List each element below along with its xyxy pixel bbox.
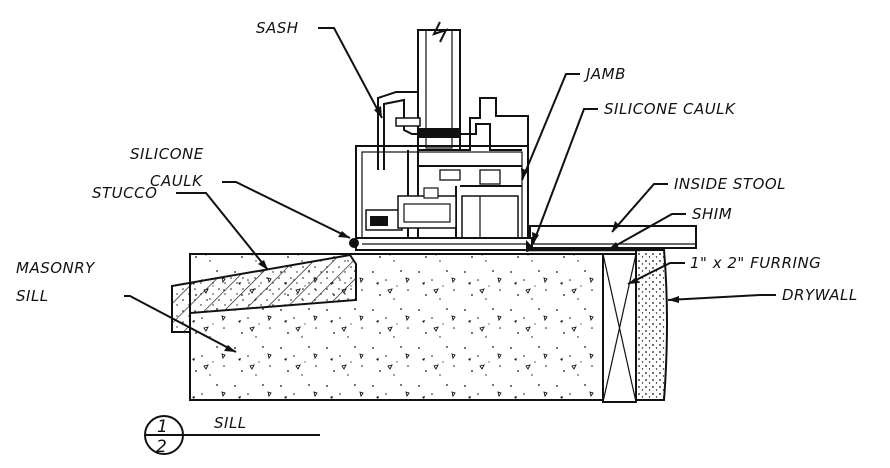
section-sheet: 2 xyxy=(156,437,167,457)
stucco-shape xyxy=(171,253,357,333)
leader-lines xyxy=(124,27,776,353)
section-number: 1 xyxy=(157,417,168,437)
section-title: SILL xyxy=(214,414,247,432)
label-drywall: DRYWALL xyxy=(782,286,858,304)
label-shim: SHIM xyxy=(692,205,732,223)
drywall-shape xyxy=(635,249,668,401)
label-inside-stool: INSIDE STOOL xyxy=(674,175,786,193)
furring-shape xyxy=(530,248,640,403)
label-stucco: STUCCO xyxy=(92,184,157,202)
label-sash: SASH xyxy=(256,19,299,37)
label-silicone-caulk-right: SILICONE CAULK xyxy=(604,100,736,118)
label-silicone-caulk-left-line2: CAULK xyxy=(150,172,203,190)
label-furring: 1" x 2" FURRING xyxy=(690,254,821,272)
section-marker: 1 2 SILL xyxy=(144,414,320,457)
label-silicone-caulk-left-line1: SILICONE xyxy=(130,145,204,163)
window-frame-shape xyxy=(349,21,536,252)
label-jamb: JAMB xyxy=(583,65,626,83)
label-masonry-sill-line2: SILL xyxy=(16,287,49,305)
label-masonry-sill-line1: MASONRY xyxy=(16,259,96,277)
